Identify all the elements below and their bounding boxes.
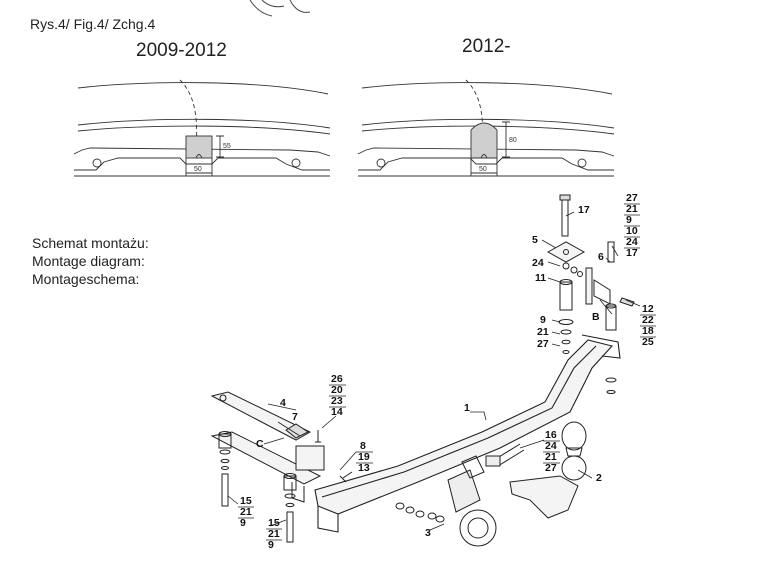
part-label-group-mid: 21: [537, 326, 549, 338]
group-underline: [640, 314, 656, 338]
towball-assembly: [395, 421, 587, 547]
part-label-group-ball: 21: [545, 451, 557, 463]
part-label-2: 2: [596, 472, 602, 484]
part-label-group-left-a: 15: [240, 495, 252, 507]
dim-right-width: 50: [479, 166, 487, 173]
bumper-detail-left: [73, 79, 331, 177]
part-label-4: 4: [280, 397, 286, 409]
part-labels: 1 2 3 4 5 6 7 11 17 24 B C 27 21 9 10 24…: [238, 192, 656, 551]
part-label-group-top-right: 24: [626, 236, 638, 248]
bumper-detail-right: [357, 79, 615, 177]
part-label-group-top-right: 17: [626, 247, 638, 259]
leader-lines: [227, 211, 641, 531]
hand-sketch: [249, 0, 311, 17]
part-label-group-bolt: 14: [331, 406, 343, 418]
group-underline: [543, 440, 560, 464]
part-label-3: 3: [425, 527, 431, 539]
part-label-group-bolt: 26: [331, 373, 343, 385]
part-label-group-left-a: 9: [240, 517, 246, 529]
part-label-5: 5: [532, 234, 538, 246]
part-label-group-left-b: 15: [268, 517, 280, 529]
dim-right-height: 80: [509, 137, 517, 144]
part-label-group-left-a: 21: [240, 506, 252, 518]
part-label-c: C: [256, 438, 264, 450]
group-underline: [624, 203, 640, 249]
part-label-group-right: 12: [642, 303, 654, 315]
group-underline: [266, 528, 282, 541]
part-label-group-top-right: 27: [626, 192, 638, 204]
part-label-1: 1: [464, 402, 470, 414]
dim-left-width: 50: [194, 166, 202, 173]
part-label-group-bolt: 23: [331, 395, 343, 407]
main-crossbar: [314, 334, 621, 533]
part-label-group-ball: 16: [545, 429, 557, 441]
group-underline: [238, 506, 254, 519]
header-2009-2012: 2009-2012: [136, 40, 227, 61]
part-label-group-left-b: 9: [268, 539, 274, 551]
part-label-group-right: 25: [642, 336, 654, 348]
schematic-label: Schemat montażu: Montage diagram: Montag…: [32, 234, 149, 288]
part-label-group-ball: 27: [545, 462, 557, 474]
part-label-group-nut: 8: [360, 440, 366, 452]
group-underline: [329, 384, 346, 408]
part-label-17: 17: [578, 204, 590, 216]
part-label-7: 7: [292, 411, 298, 423]
header-2012: 2012-: [462, 36, 511, 57]
right-hardware: [546, 194, 635, 394]
left-brackets: [210, 391, 353, 543]
part-label-group-nut: 13: [358, 462, 370, 474]
part-label-6: 6: [598, 251, 604, 263]
part-label-group-top-right: 10: [626, 225, 638, 237]
part-label-group-ball: 24: [545, 440, 557, 452]
part-label-group-mid: 27: [537, 338, 549, 350]
part-label-b: B: [592, 311, 600, 323]
part-label-group-nut: 19: [358, 451, 370, 463]
schematic-line-pl: Schemat montażu:: [32, 235, 149, 251]
part-label-group-mid: 9: [540, 314, 546, 326]
schematic-line-de: Montageschema:: [32, 271, 140, 287]
dim-left-height: 55: [223, 143, 231, 150]
part-label-group-right: 22: [642, 314, 654, 326]
part-label-11: 11: [535, 272, 546, 284]
figure-label: Rys.4/ Fig.4/ Zchg.4: [30, 16, 156, 32]
group-underline: [356, 451, 373, 464]
part-label-group-left-b: 21: [268, 528, 280, 540]
schematic-line-en: Montage diagram:: [32, 253, 145, 269]
part-label-group-right: 18: [642, 325, 654, 337]
part-label-24: 24: [532, 257, 544, 269]
part-label-group-top-right: 9: [626, 214, 632, 226]
part-label-group-bolt: 20: [331, 384, 343, 396]
part-label-group-top-right: 21: [626, 203, 638, 215]
